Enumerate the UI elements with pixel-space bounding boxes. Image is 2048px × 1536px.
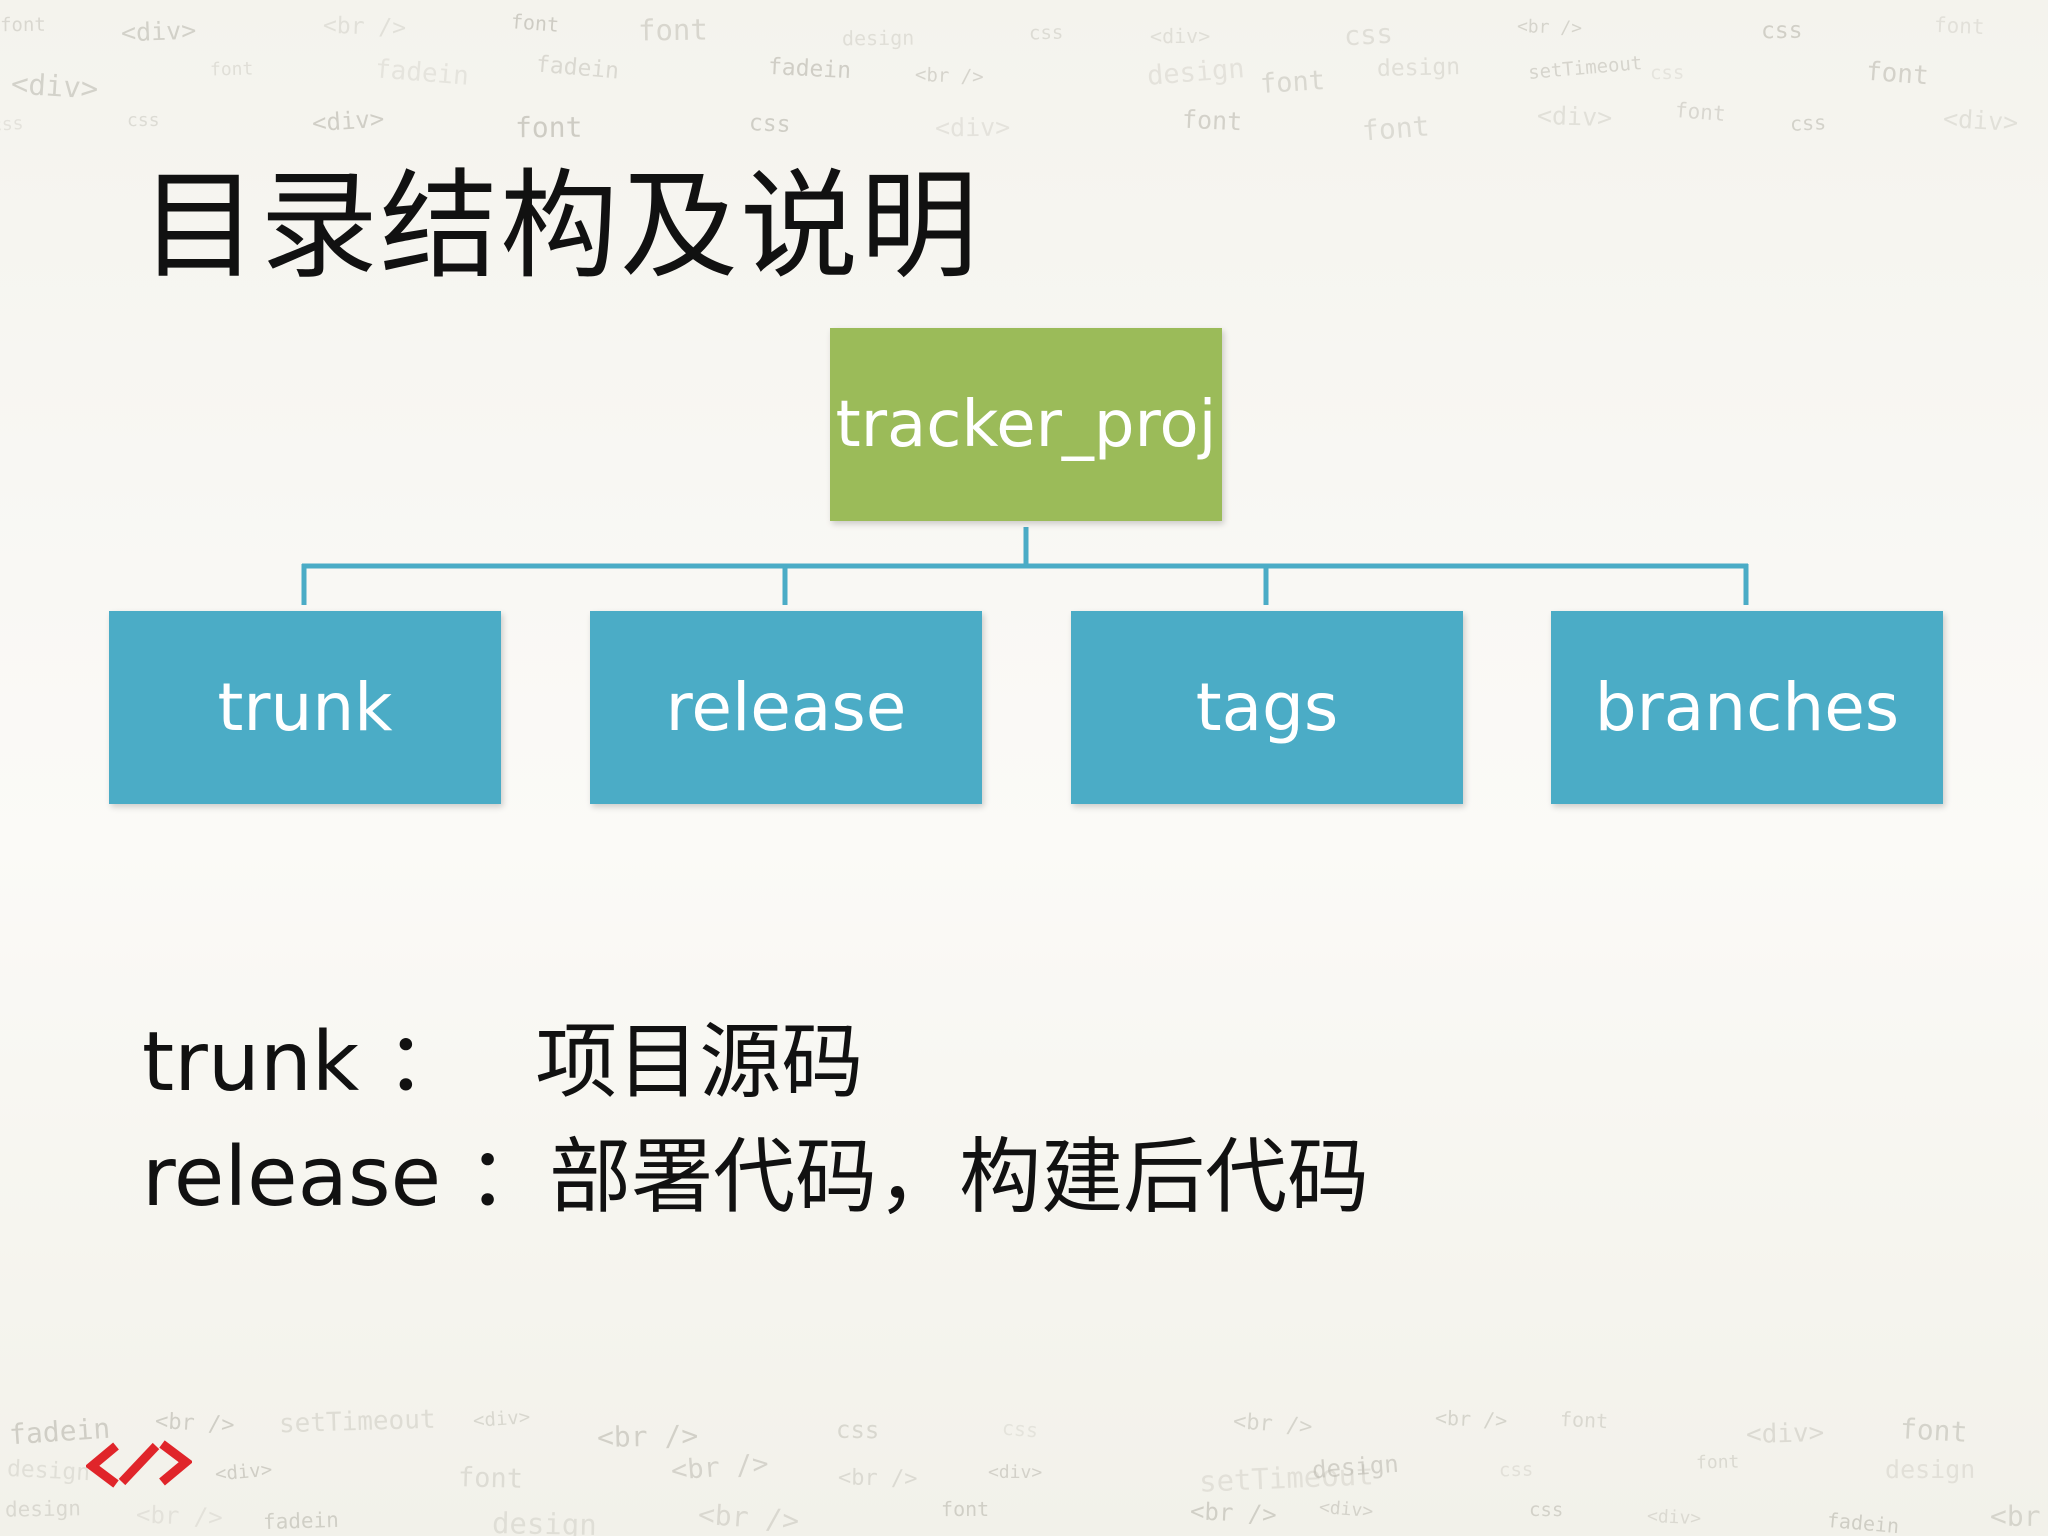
description-trunk: trunk ： 项目源码 — [142, 995, 863, 1114]
description-text: 部署代码，构建后代码 — [549, 1130, 1370, 1225]
description-release: release ：部署代码，构建后代码 — [142, 1110, 1369, 1229]
node-trunk: trunk — [109, 611, 501, 804]
node-release: release — [590, 611, 982, 804]
node-tracker-proj: tracker_proj — [830, 328, 1222, 521]
node-tags: tags — [1071, 611, 1463, 804]
description-text: 项目源码 — [535, 1015, 864, 1110]
description-term: trunk — [142, 1015, 360, 1110]
description-separator: ： — [385, 1015, 468, 1110]
code-brackets-logo-icon — [86, 1440, 192, 1488]
description-separator: ： — [467, 1130, 550, 1225]
node-branches: branches — [1551, 611, 1943, 804]
slide-title: 目录结构及说明 — [140, 157, 981, 295]
description-term: release — [142, 1130, 442, 1225]
